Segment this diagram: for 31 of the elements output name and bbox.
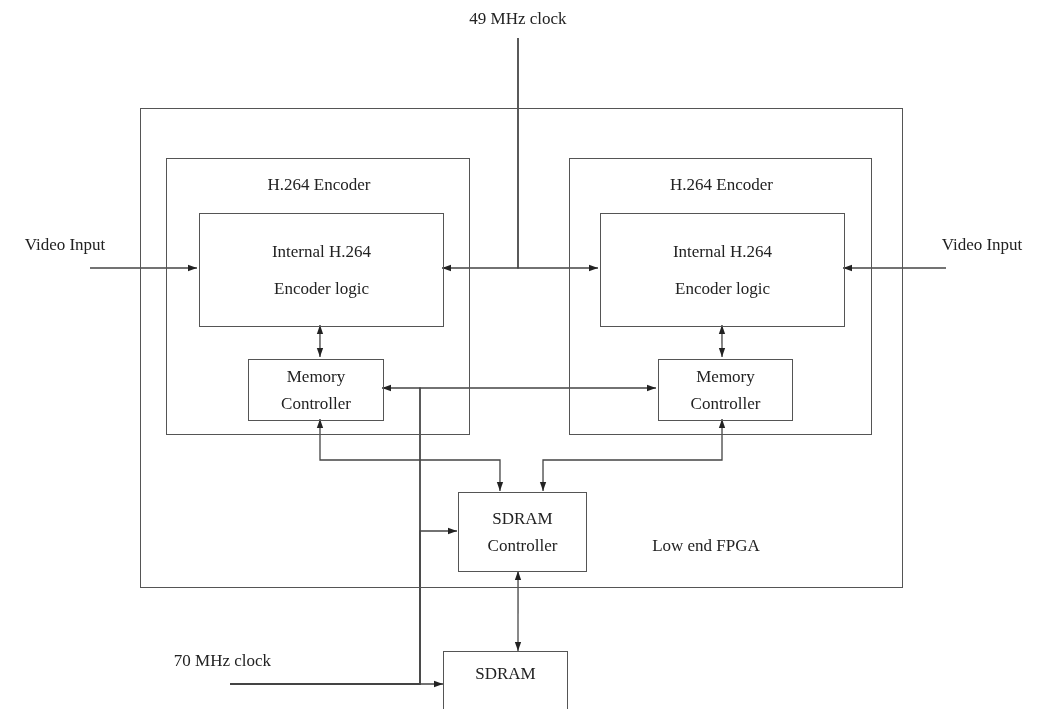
block-title: H.264 Encoder xyxy=(266,175,372,195)
block-title: H.264 Encoder xyxy=(669,175,774,195)
connector-arrow xyxy=(316,324,324,358)
block-title: Low end FPGA xyxy=(651,536,761,556)
block-label: SDRAM Controller xyxy=(486,508,559,557)
encoder-block xyxy=(166,158,470,435)
signal-label: Video Input xyxy=(940,234,1024,255)
connector-arrow xyxy=(539,418,726,492)
connector-arrow xyxy=(89,264,198,272)
memory-controller-block xyxy=(248,359,384,421)
connector-arrow xyxy=(316,418,504,492)
block-label: Memory Controller xyxy=(280,366,352,415)
connector-arrow xyxy=(517,37,599,272)
connector-arrow xyxy=(718,324,726,358)
block-label: Internal H.264 Encoder logic xyxy=(270,241,373,300)
encoder-logic-block xyxy=(199,213,444,327)
encoder-logic-block xyxy=(600,213,845,327)
block-label: Memory Controller xyxy=(689,366,762,415)
connector-arrow xyxy=(842,264,947,272)
fpga-block xyxy=(140,108,903,588)
connector-arrow xyxy=(514,570,522,652)
encoder-block xyxy=(569,158,872,435)
block-label: Internal H.264 Encoder logic xyxy=(671,241,774,300)
block-label: SDRAM xyxy=(474,663,537,685)
connector-arrow xyxy=(229,680,444,688)
sdram-controller-block xyxy=(458,492,587,572)
signal-label: 70 MHz clock xyxy=(172,650,273,671)
signal-label: Video Input xyxy=(23,234,107,255)
memory-controller-block xyxy=(658,359,793,421)
signal-label: 49 MHz clock xyxy=(468,8,568,29)
sdram-block xyxy=(443,651,568,709)
